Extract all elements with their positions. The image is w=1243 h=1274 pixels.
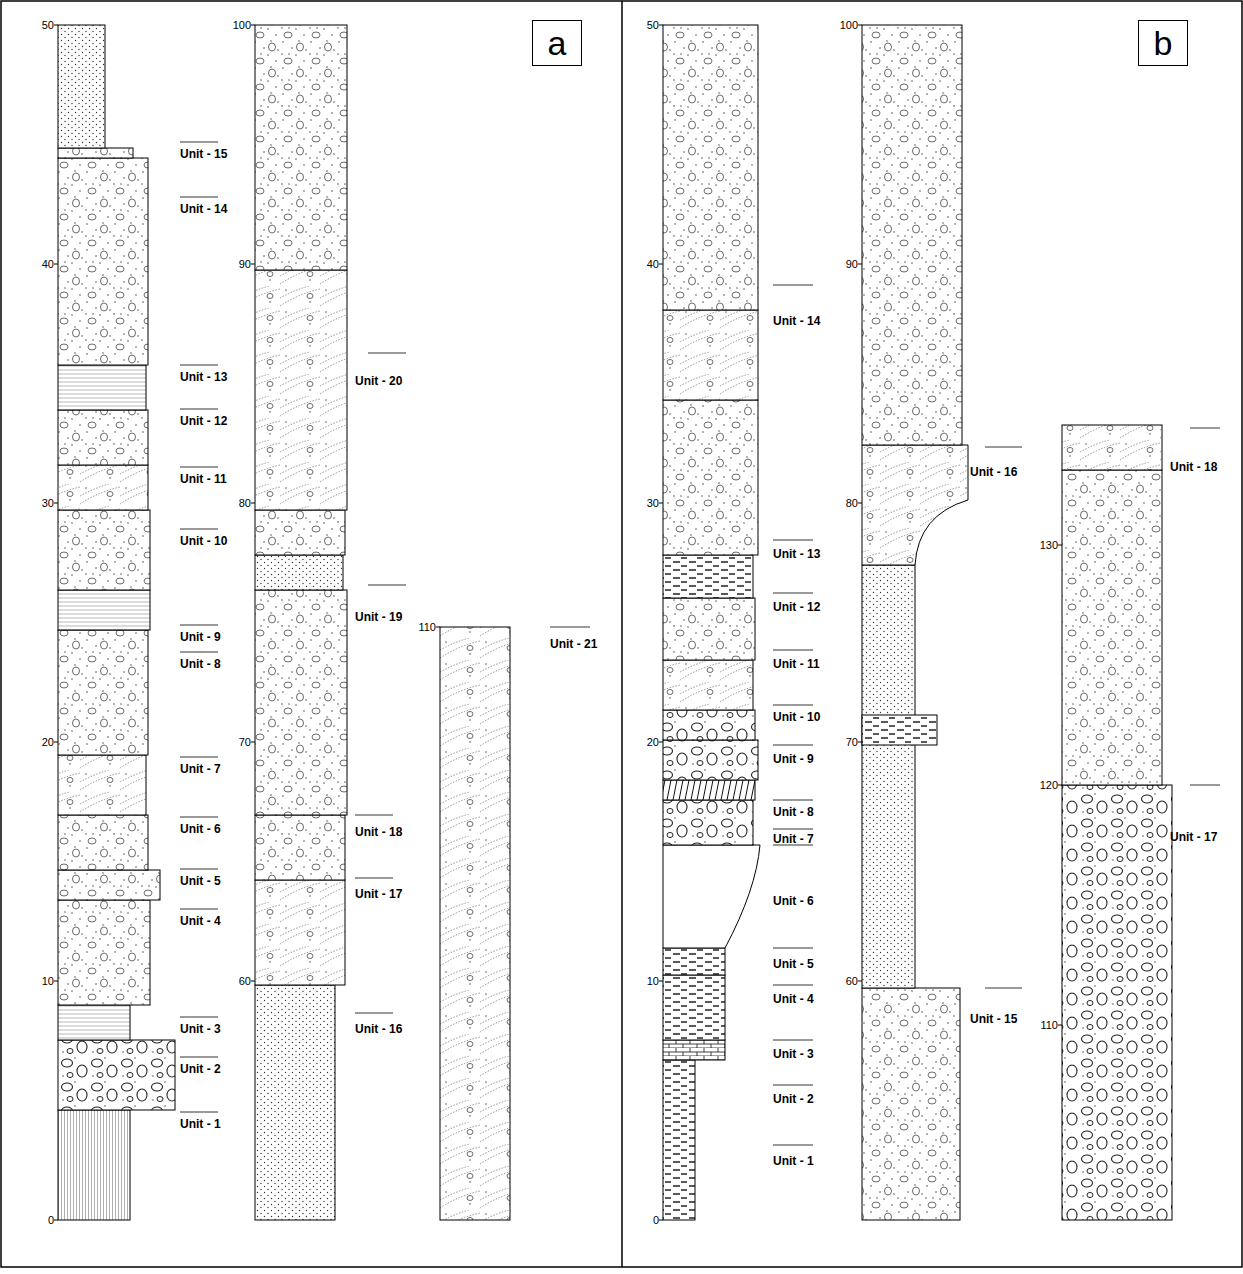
depth-tick-label: 50 <box>647 19 659 32</box>
unit-label: Unit - 17 <box>1170 831 1217 845</box>
depth-tick-label: 80 <box>239 497 251 510</box>
unit-label: Unit - 1 <box>773 1155 814 1169</box>
depth-tick-label: 0 <box>48 1214 54 1227</box>
depth-tick-label: 80 <box>846 497 858 510</box>
depth-tick-label: 110 <box>418 621 436 634</box>
unit-label: Unit - 12 <box>773 601 820 615</box>
unit-label: Unit - 5 <box>180 875 221 889</box>
unit-label: Unit - 10 <box>180 535 227 549</box>
unit-label: Unit - 2 <box>773 1093 814 1107</box>
unit-label: Unit - 16 <box>970 466 1017 480</box>
unit-label: Unit - 20 <box>355 375 402 389</box>
unit-label: Unit - 4 <box>773 993 814 1007</box>
unit-label: Unit - 15 <box>180 148 227 162</box>
unit-label: Unit - 3 <box>180 1023 221 1037</box>
depth-tick-label: 70 <box>846 736 858 749</box>
unit-label: Unit - 1 <box>180 1118 221 1132</box>
unit-label: Unit - 18 <box>355 826 402 840</box>
unit-label: Unit - 13 <box>180 371 227 385</box>
unit-label: Unit - 7 <box>773 833 814 847</box>
unit-label: Unit - 11 <box>773 658 820 672</box>
depth-tick-label: 30 <box>42 497 54 510</box>
unit-label: Unit - 6 <box>180 823 221 837</box>
panel-letter-box: b <box>1138 20 1188 66</box>
depth-tick-label: 130 <box>1040 539 1058 552</box>
unit-label: Unit - 5 <box>773 958 814 972</box>
panel-letter: a <box>548 26 567 60</box>
unit-label: Unit - 16 <box>355 1023 402 1037</box>
unit-label: Unit - 14 <box>773 315 820 329</box>
unit-label: Unit - 10 <box>773 711 820 725</box>
unit-label: Unit - 9 <box>180 631 221 645</box>
depth-tick-label: 20 <box>647 736 659 749</box>
depth-tick-label: 100 <box>233 19 251 32</box>
depth-tick-label: 10 <box>647 975 659 988</box>
unit-label: Unit - 6 <box>773 895 814 909</box>
unit-label: Unit - 8 <box>180 658 221 672</box>
unit-label: Unit - 8 <box>773 806 814 820</box>
unit-label: Unit - 13 <box>773 548 820 562</box>
depth-tick-label: 40 <box>647 258 659 271</box>
panel-letter: b <box>1154 26 1173 60</box>
unit-label: Unit - 4 <box>180 915 221 929</box>
unit-label: Unit - 17 <box>355 888 402 902</box>
unit-label: Unit - 9 <box>773 753 814 767</box>
unit-label: Unit - 11 <box>180 473 227 487</box>
depth-tick-label: 60 <box>239 975 251 988</box>
depth-tick-label: 60 <box>846 975 858 988</box>
unit-label: Unit - 21 <box>550 638 597 652</box>
panel-letter-box: a <box>532 20 582 66</box>
depth-tick-label: 90 <box>239 258 251 271</box>
depth-tick-label: 110 <box>1040 1019 1058 1032</box>
depth-tick-label: 90 <box>846 258 858 271</box>
depth-tick-label: 0 <box>653 1214 659 1227</box>
unit-label: Unit - 3 <box>773 1048 814 1062</box>
depth-tick-label: 20 <box>42 736 54 749</box>
unit-label: Unit - 15 <box>970 1013 1017 1027</box>
unit-label: Unit - 2 <box>180 1063 221 1077</box>
depth-tick-label: 10 <box>42 975 54 988</box>
unit-label: Unit - 7 <box>180 763 221 777</box>
unit-label: Unit - 19 <box>355 611 402 625</box>
depth-tick-label: 100 <box>840 19 858 32</box>
unit-label: Unit - 18 <box>1170 461 1217 475</box>
depth-tick-label: 30 <box>647 497 659 510</box>
depth-tick-label: 70 <box>239 736 251 749</box>
depth-tick-label: 40 <box>42 258 54 271</box>
unit-label: Unit - 14 <box>180 203 227 217</box>
unit-label: Unit - 12 <box>180 415 227 429</box>
depth-tick-label: 50 <box>42 19 54 32</box>
depth-tick-label: 120 <box>1040 779 1058 792</box>
